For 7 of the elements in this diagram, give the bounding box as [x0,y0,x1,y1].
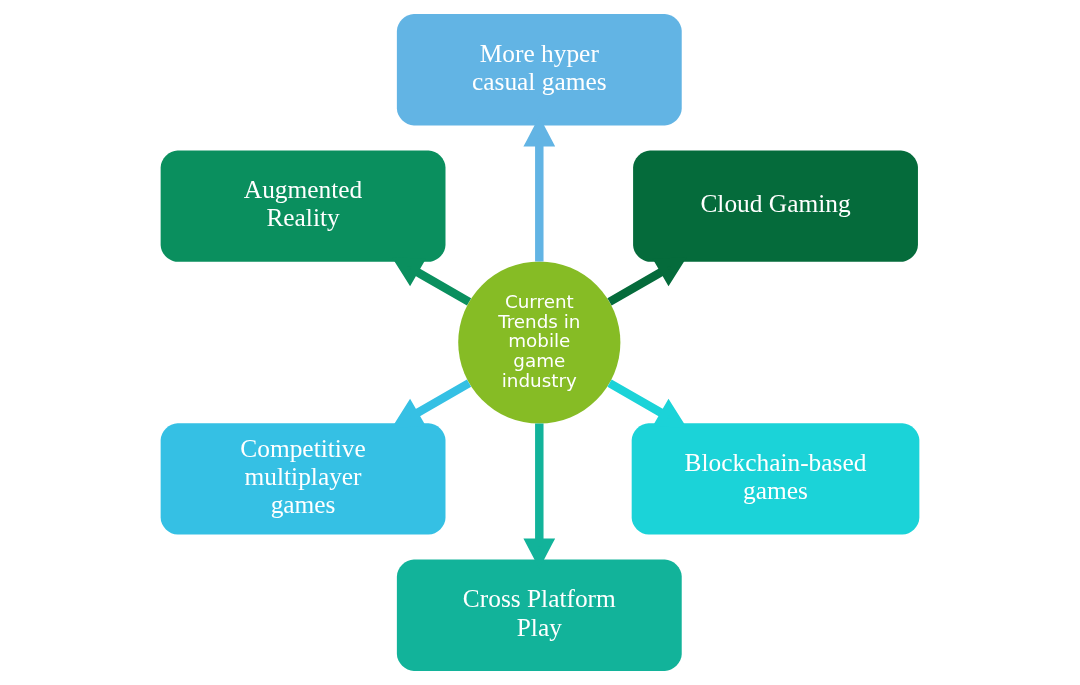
node-box: More hyper casual games [396,14,682,126]
node-box: Cross Platform Play [396,559,682,671]
node-box: Blockchain-based games [631,423,920,535]
node-box: Augmented Reality [160,150,446,262]
node-circle: Current Trends in mobile game industry [458,261,621,424]
node-box: Competitive multiplayer games [160,423,446,535]
node-box: Cloud Gaming [633,150,918,262]
